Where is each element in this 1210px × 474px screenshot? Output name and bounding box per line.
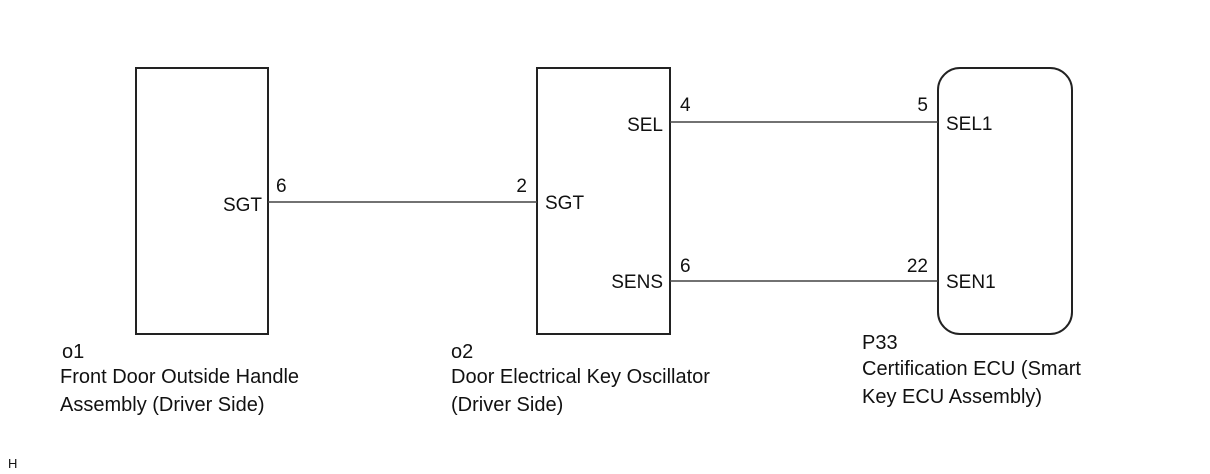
- o1-description-line-2: Assembly (Driver Side): [60, 394, 264, 416]
- o2-pin-sel-label: SEL: [627, 115, 663, 136]
- p33-pin-sen1-label: SEN1: [946, 272, 996, 293]
- corner-mark: H: [8, 456, 17, 471]
- p33-pin-sel1-label: SEL1: [946, 114, 992, 135]
- o2-pin-sens-label: SENS: [611, 272, 663, 293]
- o2-pin-sgt-label: SGT: [545, 193, 584, 214]
- p33-description-line-2: Key ECU Assembly): [862, 386, 1042, 408]
- component-o2-box: [536, 67, 671, 335]
- component-o1-box: [135, 67, 269, 335]
- p33-description-line-1: Certification ECU (Smart: [862, 358, 1081, 380]
- o2-code: o2: [451, 341, 473, 363]
- o1-pin-sgt-label: SGT: [223, 195, 262, 216]
- p33-code: P33: [862, 332, 898, 354]
- o1-pin-sgt-number: 6: [276, 176, 287, 197]
- o1-code: o1: [62, 341, 84, 363]
- o2-pin-sens-number: 6: [680, 256, 691, 277]
- p33-pin-sen1-number: 22: [907, 256, 928, 277]
- o1-description-line-1: Front Door Outside Handle: [60, 366, 299, 388]
- o2-description-line-2: (Driver Side): [451, 394, 563, 416]
- p33-pin-sel1-number: 5: [917, 95, 928, 116]
- o2-pin-sel-number: 4: [680, 95, 691, 116]
- o2-pin-sgt-number: 2: [516, 176, 527, 197]
- o2-description-line-1: Door Electrical Key Oscillator: [451, 366, 710, 388]
- component-p33-box: [937, 67, 1073, 335]
